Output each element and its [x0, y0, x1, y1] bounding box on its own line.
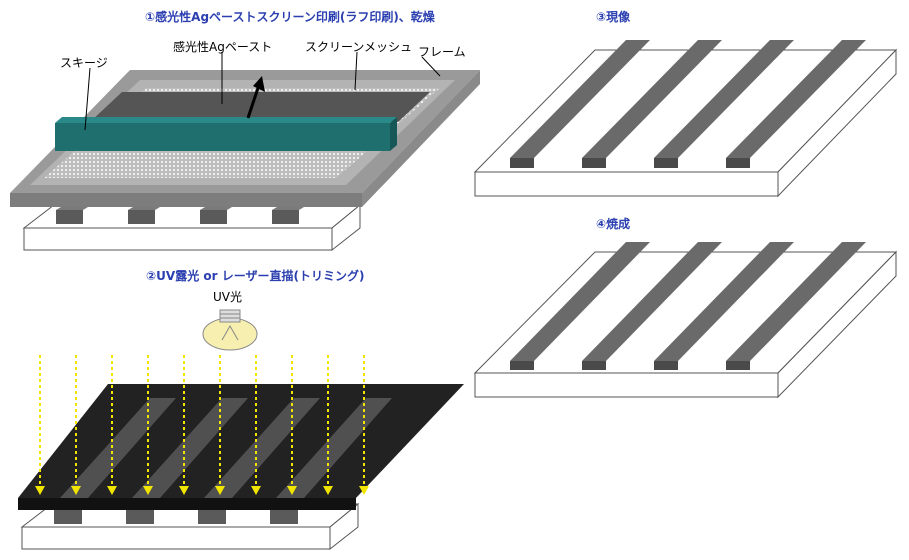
panel1-printing — [10, 51, 480, 252]
frame-label: フレーム — [418, 45, 466, 59]
paste-label: 感光性Agペースト — [173, 40, 273, 54]
fired-lines — [510, 242, 866, 370]
uv-rays — [35, 355, 369, 495]
mesh-label: スクリーンメッシュ — [305, 40, 413, 54]
uv-light-label: UV光 — [213, 290, 242, 304]
step1-title: ①感光性Agペーストスクリーン印刷(ラフ印刷)、乾燥 — [145, 10, 435, 24]
panel2-exposure — [18, 309, 464, 551]
developed-lines — [510, 40, 866, 168]
uv-bulb-icon — [202, 309, 258, 351]
squeegee-label: スキージ — [60, 56, 108, 70]
squeegee — [55, 117, 397, 151]
print-direction-arrow — [246, 76, 265, 119]
panel4-firing — [473, 242, 898, 399]
substrate-3 — [473, 48, 898, 198]
panel3-development — [473, 40, 898, 198]
leader-lines-1 — [84, 51, 441, 131]
ag-paste-layer — [90, 92, 430, 122]
photomask — [18, 384, 464, 510]
paste-lines-2 — [54, 510, 298, 524]
substrate-4 — [473, 250, 898, 399]
step2-title: ②UV露光 or レーザー直描(トリミング) — [146, 269, 365, 283]
step3-title: ③現像 — [596, 10, 631, 24]
step4-title: ④焼成 — [596, 217, 631, 231]
